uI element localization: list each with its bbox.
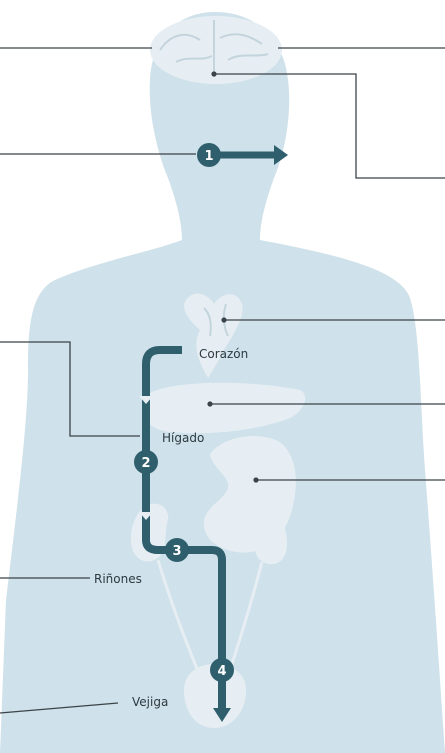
step-number: 1 xyxy=(204,149,213,164)
step-2: 2 xyxy=(134,450,158,474)
step-number: 2 xyxy=(141,456,150,471)
label-heart: Corazón xyxy=(199,347,248,361)
label-kidneys: Riñones xyxy=(94,572,142,586)
leader-dot xyxy=(211,71,216,76)
step-4: 4 xyxy=(210,658,234,682)
leader-dot xyxy=(221,317,226,322)
step-number: 4 xyxy=(217,664,226,679)
step-1: 1 xyxy=(197,143,221,167)
leader-dot xyxy=(253,477,258,482)
step-3: 3 xyxy=(165,538,189,562)
label-liver: Hígado xyxy=(162,431,204,445)
leader-dot xyxy=(207,401,212,406)
step-number: 3 xyxy=(172,544,181,559)
label-bladder: Vejiga xyxy=(132,695,168,709)
